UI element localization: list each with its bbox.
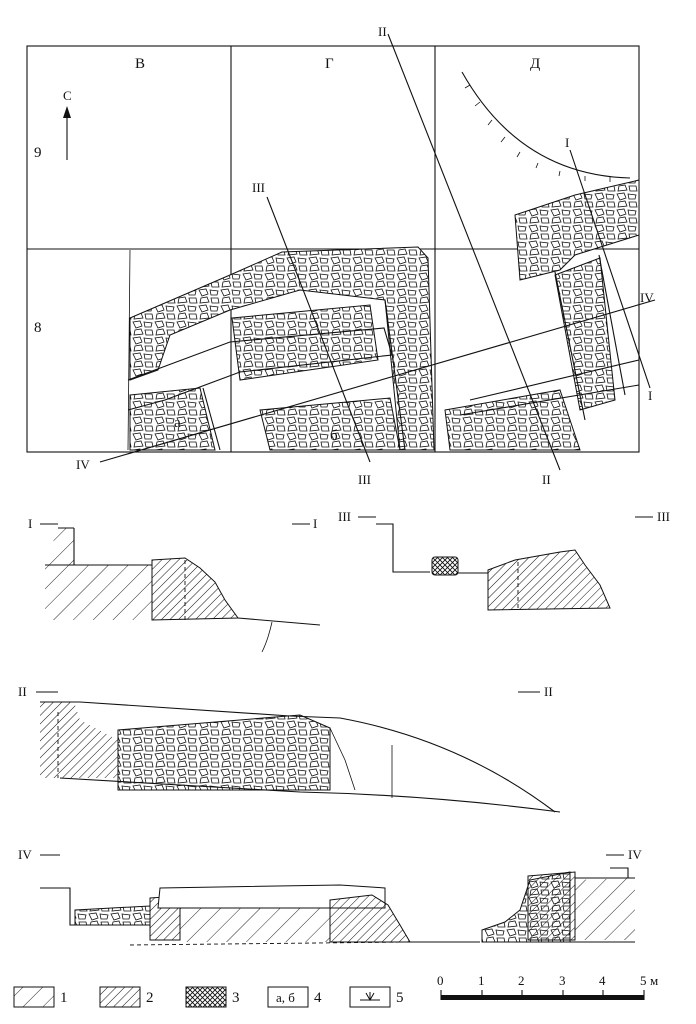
plan: В Г Д 9 8 С <box>26 24 656 487</box>
legend: 1 2 3 а, б 4 5 <box>13 986 404 1008</box>
legend-number: 1 <box>60 990 68 1006</box>
legend-number: 2 <box>146 990 154 1006</box>
section-marker-label: III <box>252 180 265 195</box>
section-II: II II <box>18 684 561 813</box>
section-marker-label: IV <box>640 290 654 305</box>
room-label-a: а <box>174 415 181 431</box>
section-marker-label: I <box>648 388 652 403</box>
legend-number: 4 <box>314 990 322 1006</box>
section-label: I <box>28 516 32 531</box>
scale-tick-label: 5 <box>640 973 647 988</box>
column-label: Д <box>530 56 540 72</box>
section-label: IV <box>628 847 642 862</box>
column-label: В <box>135 56 145 72</box>
section-I: I I <box>28 516 321 653</box>
section-label: II <box>544 684 553 699</box>
row-label: 8 <box>34 320 42 336</box>
section-line-IV <box>99 299 656 463</box>
section-label: I <box>313 516 317 531</box>
section-marker-label: III <box>358 472 371 487</box>
column-label: Г <box>325 56 334 72</box>
section-marker-label: II <box>542 472 551 487</box>
section-marker-label: IV <box>76 457 90 472</box>
section-line-III <box>266 196 371 463</box>
scale-tick-label: 0 <box>437 973 444 988</box>
scale-tick-label: 4 <box>599 973 606 988</box>
section-marker-label: I <box>565 135 569 150</box>
scale-tick-label: 3 <box>559 973 566 988</box>
legend-number: 3 <box>232 990 240 1006</box>
north-arrow-icon <box>63 106 71 160</box>
legend-swatch-crosshatch <box>185 986 227 1008</box>
scale-bar: 0 1 2 3 4 5 м <box>437 973 658 1000</box>
section-label: II <box>18 684 27 699</box>
legend-number: 5 <box>396 990 404 1006</box>
scale-unit: м <box>650 973 658 988</box>
wall-stones <box>129 179 640 451</box>
section-III: III III <box>338 509 670 611</box>
section-line-I <box>569 149 651 389</box>
scale-tick-label: 2 <box>518 973 525 988</box>
section-marker-label: II <box>378 24 387 39</box>
section-label: IV <box>18 847 32 862</box>
legend-swatch-dense-hatch <box>99 986 141 1008</box>
legend-swatch-sparse-hatch <box>13 986 55 1008</box>
legend-swatch-text <box>267 986 309 1008</box>
section-IV: IV IV <box>18 847 642 946</box>
section-label: III <box>338 509 351 524</box>
legend-swatch-text-label: а, б <box>276 990 295 1005</box>
pit-outline <box>461 71 631 179</box>
section-label: III <box>657 509 670 524</box>
room-label-b: б <box>330 428 338 444</box>
section-line-II <box>387 33 561 471</box>
north-label: С <box>63 88 72 103</box>
scale-tick-label: 1 <box>478 973 485 988</box>
row-label: 9 <box>34 145 42 161</box>
